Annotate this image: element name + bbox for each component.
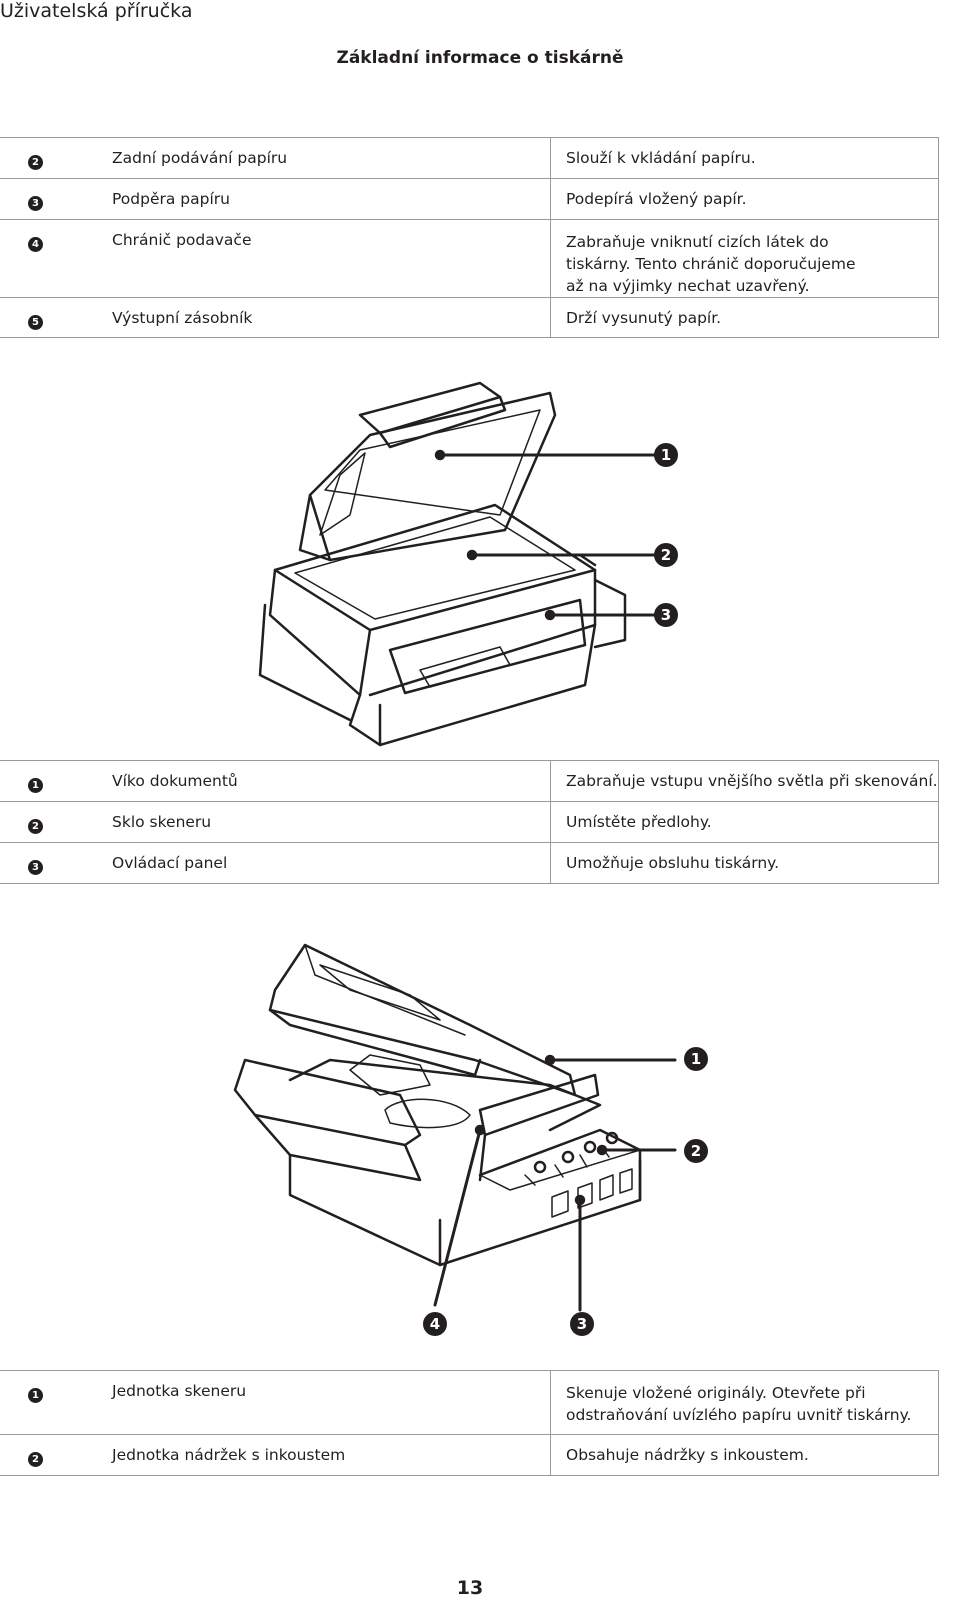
part-name: Sklo skeneru bbox=[95, 801, 551, 843]
part-name: Jednotka nádržek s inkoustem bbox=[95, 1434, 551, 1476]
callout-4: 4 bbox=[423, 1312, 447, 1336]
table-row: 4 Chránič podavače Zabraňuje vniknutí ci… bbox=[0, 219, 939, 298]
part-name: Víko dokumentů bbox=[95, 760, 551, 802]
part-name: Jednotka skeneru bbox=[95, 1370, 551, 1435]
part-description: Umístěte předlohy. bbox=[550, 801, 939, 843]
part-description: Podepírá vložený papír. bbox=[550, 178, 939, 220]
part-description: Umožňuje obsluhu tiskárny. bbox=[550, 842, 939, 884]
item-number: 4 bbox=[28, 237, 43, 252]
callout-1: 1 bbox=[684, 1047, 708, 1071]
part-description: Skenuje vložené originály. Otevřete při … bbox=[550, 1370, 939, 1435]
table-row: 3 Ovládací panel Umožňuje obsluhu tiskár… bbox=[0, 842, 939, 884]
item-number: 1 bbox=[28, 778, 43, 793]
callout-3: 3 bbox=[570, 1312, 594, 1336]
item-number: 2 bbox=[28, 819, 43, 834]
item-number: 2 bbox=[28, 155, 43, 170]
callout-3: 3 bbox=[654, 603, 678, 627]
item-number: 3 bbox=[28, 860, 43, 875]
table-row: 2 Sklo skeneru Umístěte předlohy. bbox=[0, 801, 939, 843]
table-row: 1 Jednotka skeneru Skenuje vložené origi… bbox=[0, 1370, 939, 1435]
parts-table-scanner: 1 Víko dokumentů Zabraňuje vstupu vnější… bbox=[0, 760, 939, 884]
callout-1: 1 bbox=[654, 443, 678, 467]
item-number: 3 bbox=[28, 196, 43, 211]
parts-table-internal: 1 Jednotka skeneru Skenuje vložené origi… bbox=[0, 1370, 939, 1476]
callout-2: 2 bbox=[684, 1139, 708, 1163]
part-name: Podpěra papíru bbox=[95, 178, 551, 220]
page-number: 13 bbox=[456, 1577, 484, 1599]
table-row: 2 Jednotka nádržek s inkoustem Obsahuje … bbox=[0, 1434, 939, 1476]
item-number: 1 bbox=[28, 1388, 43, 1403]
table-row: 2 Zadní podávání papíru Slouží k vkládán… bbox=[0, 137, 939, 179]
part-name: Zadní podávání papíru bbox=[95, 137, 551, 179]
part-description: Obsahuje nádržky s inkoustem. bbox=[550, 1434, 939, 1476]
table-row: 5 Výstupní zásobník Drží vysunutý papír. bbox=[0, 297, 939, 338]
section-title: Základní informace o tiskárně bbox=[336, 48, 624, 68]
part-description: Slouží k vkládání papíru. bbox=[550, 137, 939, 179]
printer-scanner-unit-open-illustration bbox=[233, 943, 677, 1312]
table-row: 1 Víko dokumentů Zabraňuje vstupu vnější… bbox=[0, 760, 939, 802]
part-name: Výstupní zásobník bbox=[95, 297, 551, 338]
item-number: 5 bbox=[28, 315, 43, 330]
parts-table-rear: 2 Zadní podávání papíru Slouží k vkládán… bbox=[0, 137, 939, 338]
part-description: Zabraňuje vniknutí cizích látek do tiská… bbox=[550, 219, 939, 298]
part-description: Zabraňuje vstupu vnějšího světla při ske… bbox=[550, 760, 939, 802]
part-name: Ovládací panel bbox=[95, 842, 551, 884]
callout-2: 2 bbox=[654, 543, 678, 567]
part-name: Chránič podavače bbox=[95, 219, 551, 298]
item-number: 2 bbox=[28, 1452, 43, 1467]
running-header: Uživatelská příručka bbox=[0, 0, 193, 22]
printer-scanner-open-illustration bbox=[258, 381, 657, 747]
part-description: Drží vysunutý papír. bbox=[550, 297, 939, 338]
table-row: 3 Podpěra papíru Podepírá vložený papír. bbox=[0, 178, 939, 220]
